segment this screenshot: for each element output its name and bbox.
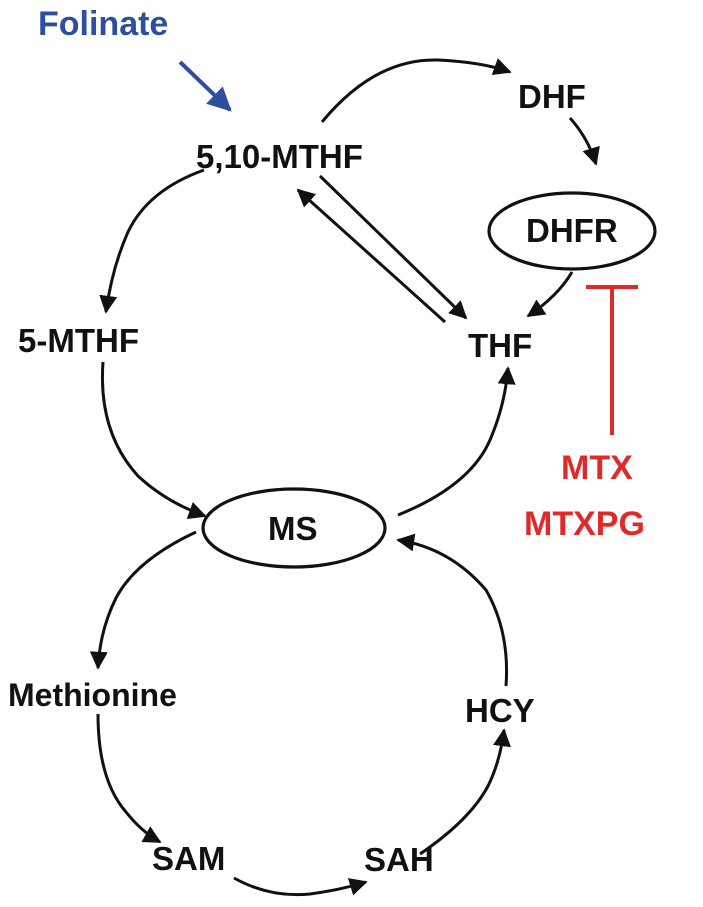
- edge-ms-to-thf: [397, 366, 516, 517]
- edge-sah-to-hcy: [419, 728, 511, 856]
- node-5-10-mthf: 5,10-MTHF: [196, 138, 363, 175]
- inhibitor-mtx: MTX: [561, 449, 633, 487]
- edge-dhfr-to-thf: [526, 271, 574, 318]
- node-5-mthf: 5-MTHF: [18, 322, 139, 359]
- node-sah: SAH: [364, 841, 434, 878]
- edge-ms-to-methionine: [89, 530, 197, 670]
- node-methionine: Methionine: [8, 677, 177, 713]
- folinate-label: Folinate: [38, 5, 168, 43]
- node-thf: THF: [468, 327, 532, 364]
- node-dhf: DHF: [518, 78, 586, 115]
- edge-dhf-to-dhfr: [568, 116, 600, 166]
- edge-thf-to-mthf510: [296, 188, 447, 324]
- edge-mthf510-to-dhf: [320, 58, 512, 123]
- edge-mthf510-to-5mthf: [99, 168, 205, 314]
- edge-mthf510-to-thf: [318, 174, 468, 320]
- edge-methionine-to-sam: [96, 713, 162, 844]
- node-hcy: HCY: [465, 692, 535, 729]
- node-sam: SAM: [152, 840, 225, 877]
- ms-ellipse: [201, 487, 387, 569]
- node-dhfr: DHFR: [526, 212, 618, 249]
- edge-sam-to-sah: [233, 876, 368, 897]
- edge-5mthf-to-ms: [100, 361, 207, 519]
- inhibitor-mtxpg: MTXPG: [524, 505, 645, 543]
- dhfr-ellipse: [487, 191, 657, 271]
- edge-hcy-to-ms: [396, 533, 509, 687]
- node-ms: MS: [268, 510, 318, 547]
- folinate-arrow: [178, 60, 232, 112]
